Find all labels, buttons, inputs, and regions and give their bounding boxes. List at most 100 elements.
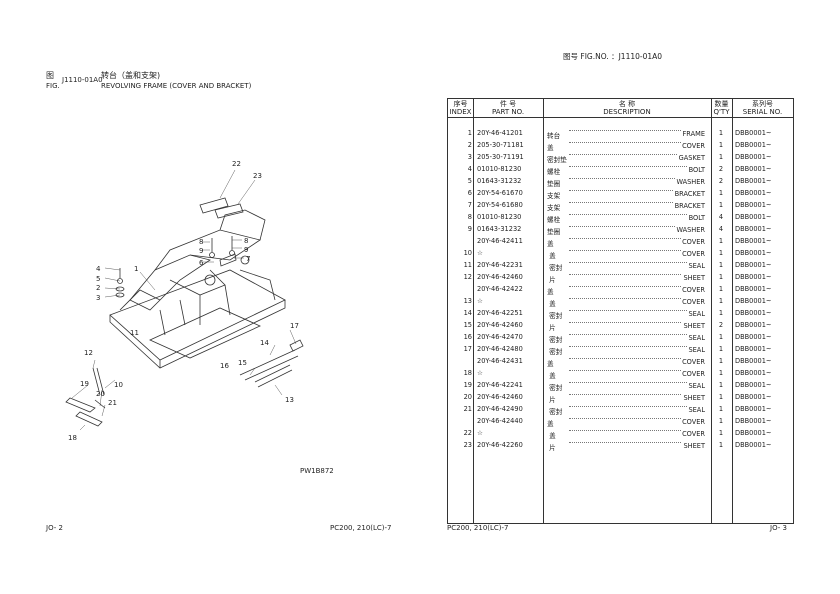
description-en: BRACKET [673, 190, 705, 198]
dot-leader [569, 370, 705, 371]
description-cn: 垫圈 [547, 226, 561, 236]
index-cell: 12 [463, 273, 472, 281]
quantity-cell: 1 [718, 285, 724, 293]
description-cn: 盖 [547, 430, 556, 440]
callout-8a: 8 [199, 238, 203, 246]
col-divider [473, 99, 474, 523]
right-footer-model: PC200, 210(LC)-7 [447, 524, 509, 532]
dot-leader [569, 202, 705, 203]
index-cell: 8 [467, 213, 472, 221]
callout-21: 21 [108, 399, 117, 407]
quantity-cell: 1 [718, 429, 724, 437]
index-cell: 13 [463, 297, 472, 305]
header-part-en: PART NO. [491, 108, 525, 116]
quantity-cell: 1 [718, 405, 724, 413]
part-number-cell: 20Y-46-42460 [477, 321, 523, 329]
quantity-cell: 1 [718, 237, 724, 245]
header-desc-cn: 名 称 [618, 100, 636, 108]
callout-1: 1 [134, 265, 138, 273]
part-number-cell: 20Y-46-41201 [477, 129, 523, 137]
serial-cell: DBB0001~ [735, 417, 772, 425]
part-number-cell: 20Y-46-42460 [477, 273, 523, 281]
dot-leader [569, 130, 705, 131]
description-cn: 盖 [547, 418, 554, 428]
part-number-cell: ☆ [477, 297, 483, 305]
callout-22: 22 [232, 160, 241, 168]
description-en: COVER [681, 250, 705, 258]
index-cell: 7 [467, 201, 472, 209]
col-divider [543, 99, 544, 523]
part-number-cell: 20Y-46-42480 [477, 345, 523, 353]
quantity-cell: 2 [718, 165, 724, 173]
description-en: SEAL [687, 406, 705, 414]
callout-17: 17 [290, 322, 299, 330]
description-cn: 支架 [547, 190, 561, 200]
figure-title-cn: 转台（盖和支架) [101, 71, 161, 80]
part-number-cell: 01010-81230 [477, 165, 522, 173]
description-cn: 盖 [547, 142, 554, 152]
header-qty-cn: 数量 [714, 100, 729, 108]
part-number-cell: 20Y-54-61670 [477, 189, 523, 197]
description-en: SEAL [687, 310, 705, 318]
quantity-cell: 1 [718, 189, 724, 197]
dot-leader [569, 142, 705, 143]
description-cn: 转台 [547, 130, 561, 140]
description-cn: 密封垫 [547, 154, 567, 164]
part-number-cell: 20Y-54-61680 [477, 201, 523, 209]
left-footer-page: JO- 2 [46, 524, 63, 532]
callout-12: 12 [84, 349, 93, 357]
description-cn: 密封 [547, 406, 563, 416]
description-en: SHEET [682, 274, 705, 282]
part-number-cell: 20Y-46-42460 [477, 393, 523, 401]
serial-cell: DBB0001~ [735, 261, 772, 269]
dot-leader [569, 322, 705, 323]
dot-leader [569, 334, 705, 335]
callout-23: 23 [253, 172, 262, 180]
quantity-cell: 1 [718, 273, 724, 281]
serial-cell: DBB0001~ [735, 213, 772, 221]
quantity-cell: 1 [718, 249, 724, 257]
callout-3: 3 [96, 294, 100, 302]
callout-4: 4 [96, 265, 101, 273]
dot-leader [569, 430, 705, 431]
serial-cell: DBB0001~ [735, 177, 772, 185]
serial-cell: DBB0001~ [735, 165, 772, 173]
fig-no-header: 图号 FIG.NO. ：J1110-01A0 [563, 52, 663, 61]
table-row: 6 20Y-54-61670 1 DBB0001~ 支架 BRACKET [448, 188, 793, 200]
parts-table: 序号 INDEX 件 号 PART NO. 名 称 DESCRIPTION 数量… [447, 98, 794, 524]
index-cell: 1 [467, 129, 472, 137]
quantity-cell: 1 [718, 309, 724, 317]
part-number-cell: ☆ [477, 369, 483, 377]
exploded-parts-drawing: 22 23 8 9 8 9 6 7 4 5 2 3 1 17 14 12 15 … [65, 160, 304, 442]
description-en: COVER [681, 430, 705, 438]
description-en: COVER [681, 238, 705, 246]
dot-leader [569, 274, 705, 275]
serial-cell: DBB0001~ [735, 309, 772, 317]
fig-label-en: FIG. [46, 82, 60, 90]
description-en: COVER [681, 358, 705, 366]
part-number-cell: 20Y-46-42440 [477, 417, 523, 425]
description-cn: 盖 [547, 298, 556, 308]
index-cell: 20 [463, 393, 472, 401]
quantity-cell: 1 [718, 357, 724, 365]
part-number-cell: 20Y-46-42431 [477, 357, 523, 365]
serial-cell: DBB0001~ [735, 237, 772, 245]
part-number-cell: 20Y-46-42231 [477, 261, 523, 269]
description-cn: 盖 [547, 358, 554, 368]
serial-cell: DBB0001~ [735, 189, 772, 197]
index-cell: 5 [467, 177, 472, 185]
serial-cell: DBB0001~ [735, 345, 772, 353]
dot-leader [569, 382, 705, 383]
quantity-cell: 4 [718, 213, 724, 221]
part-number-cell: ☆ [477, 249, 483, 257]
index-cell: 6 [467, 189, 472, 197]
